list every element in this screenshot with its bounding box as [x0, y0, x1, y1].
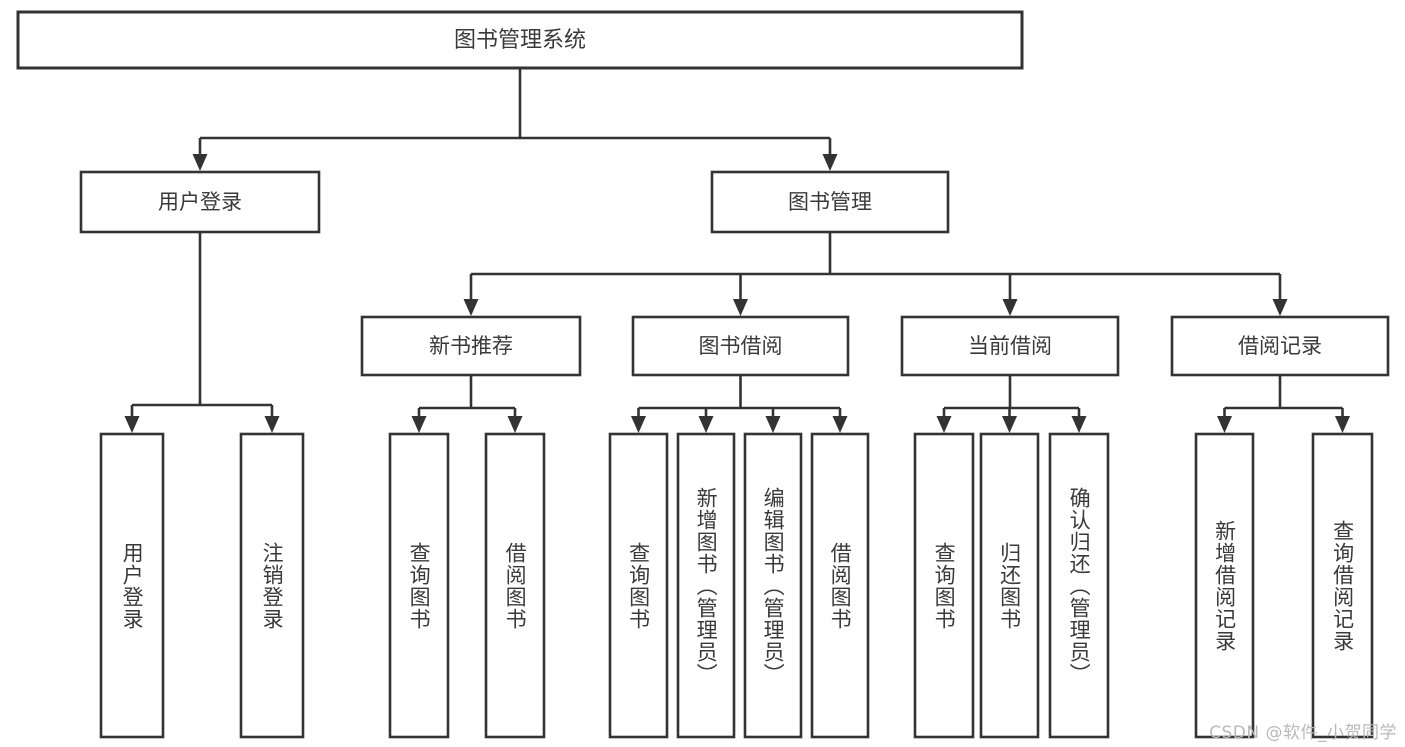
arrow-head-icon-leaf-11 — [1217, 416, 1232, 433]
arrow-head-icon-leaf-4 — [631, 416, 646, 433]
node-box-leaf-8-查询图书[interactable] — [913, 432, 975, 739]
arrow-head-icon-l3-0 — [463, 299, 479, 316]
arrow-head-icon-l3-2 — [1002, 299, 1018, 316]
arrow-head-icon-l3-3 — [1272, 299, 1288, 316]
node-box-leaf-5-新增图书管理员[interactable] — [676, 432, 736, 739]
arrow-head-icon-l3-1 — [733, 299, 748, 316]
arrow-head-icon-leaf-5 — [698, 416, 714, 433]
node-box-leaf-3-借阅图书[interactable] — [484, 432, 546, 739]
arrow-head-icon-leaf-10 — [1071, 416, 1087, 433]
connector-lines — [124, 68, 1350, 433]
node-box-借阅记录[interactable] — [1170, 315, 1390, 377]
node-box-leaf-11-新增借阅记录[interactable] — [1194, 432, 1255, 739]
arrow-head-icon-l2-1 — [822, 154, 838, 171]
node-label-root: 图书管理系统 — [454, 28, 586, 53]
node-box-用户登录[interactable] — [79, 170, 321, 234]
node-label-当前借阅: 当前借阅 — [968, 334, 1052, 358]
node-label-借阅记录: 借阅记录 — [1238, 334, 1322, 358]
arrow-head-icon-leaf-3 — [507, 416, 523, 433]
node-box-新书推荐[interactable] — [360, 315, 582, 377]
arrow-head-icon-leaf-7 — [832, 416, 848, 433]
arrow-head-icon-leaf-9 — [1002, 416, 1017, 433]
node-label-图书管理: 图书管理 — [788, 190, 872, 214]
node-boxes — [16, 10, 1390, 739]
node-label-新书推荐: 新书推荐 — [429, 334, 513, 358]
arrow-head-icon-leaf-1 — [264, 416, 280, 433]
arrow-head-icon-leaf-12 — [1335, 416, 1350, 433]
node-box-leaf-1-注销登录[interactable] — [239, 432, 305, 739]
arrow-head-icon-leaf-8 — [936, 416, 952, 433]
node-box-leaf-9-归还图书[interactable] — [979, 432, 1040, 739]
node-box-leaf-4-查询图书[interactable] — [608, 432, 669, 739]
arrow-head-icon-l2-0 — [192, 154, 208, 171]
node-label-图书借阅: 图书借阅 — [699, 334, 783, 358]
node-box-leaf-10-确认归还管理员[interactable] — [1048, 432, 1110, 739]
csdn-watermark: CSDN @软件_小贺同学 — [1209, 723, 1397, 743]
node-box-图书借阅[interactable] — [631, 315, 850, 377]
arrow-head-icon-leaf-6 — [765, 416, 781, 433]
arrow-head-icon-leaf-0 — [124, 416, 140, 433]
node-box-当前借阅[interactable] — [900, 315, 1120, 377]
node-box-leaf-6-编辑图书管理员[interactable] — [743, 432, 803, 739]
arrow-head-icon-leaf-2 — [411, 416, 427, 433]
node-label-用户登录: 用户登录 — [158, 190, 242, 214]
node-box-图书管理[interactable] — [710, 170, 950, 234]
node-box-root-图书管理系统[interactable] — [16, 10, 1024, 70]
node-box-leaf-2-查询图书[interactable] — [388, 432, 450, 739]
node-box-leaf-7-借阅图书[interactable] — [810, 432, 870, 739]
node-box-leaf-12-查询借阅记录[interactable] — [1311, 432, 1374, 739]
node-box-leaf-0-用户登录[interactable] — [99, 432, 165, 739]
